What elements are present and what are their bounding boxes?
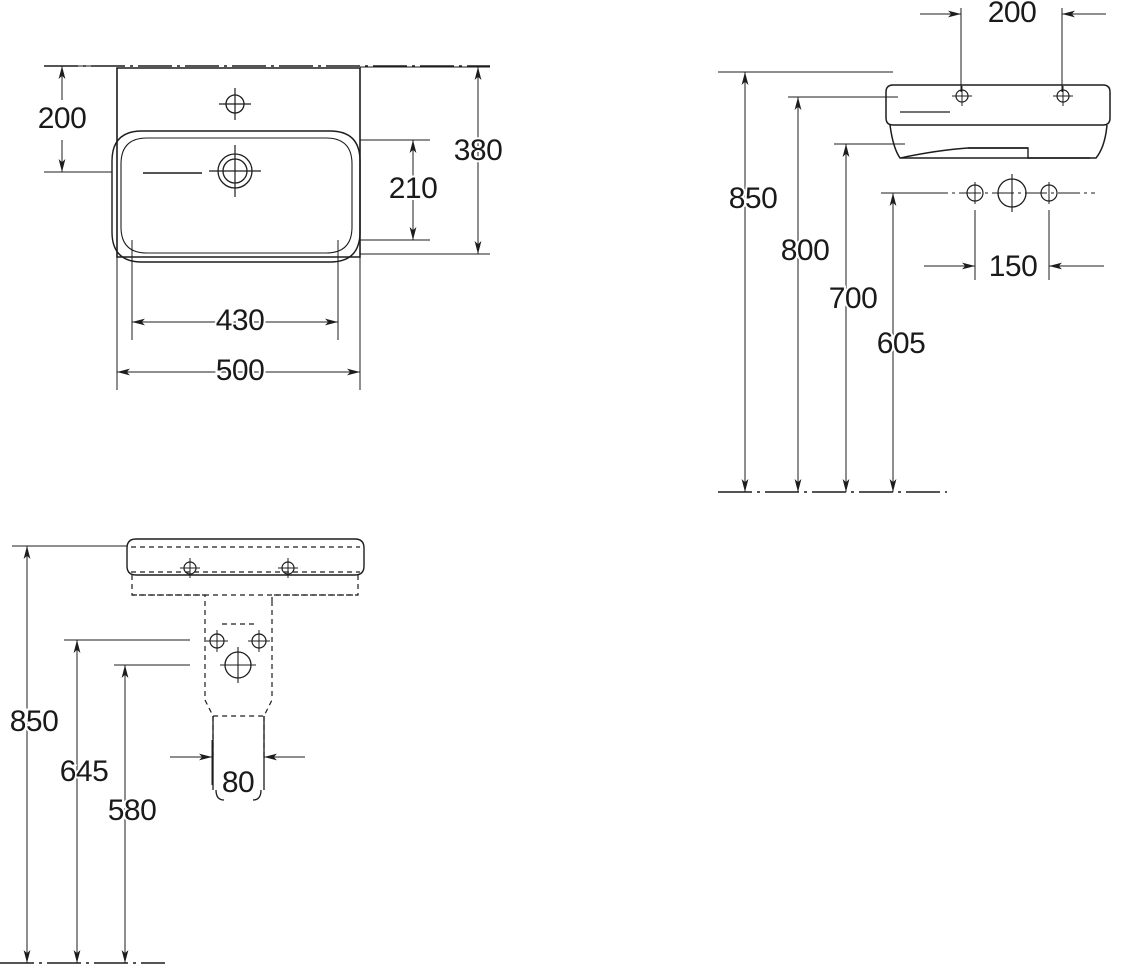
front-dim-700-label: 700 xyxy=(829,282,878,315)
front-dim-605-label: 605 xyxy=(877,327,926,360)
plan-dim-210-label: 210 xyxy=(389,172,438,205)
rear-section-view xyxy=(0,538,365,964)
rear-dim-850-label: 850 xyxy=(10,705,59,738)
rear-supply-hole-right-crosshair xyxy=(248,630,270,652)
front-dim-800-label: 800 xyxy=(781,234,830,267)
rear-trap-bottom xyxy=(215,789,262,801)
dimension-labels: 200 380 210 430 500 200 850 800 700 605 … xyxy=(8,0,1040,829)
plan-dim-500-label: 500 xyxy=(216,354,265,387)
plan-view xyxy=(44,65,490,390)
rear-hidden-siphon-taper xyxy=(204,699,273,717)
front-dim-150-label: 150 xyxy=(989,250,1038,283)
rear-hidden-body-left xyxy=(131,575,206,601)
plan-tap-hole-crosshair xyxy=(219,88,251,120)
rear-dim-580-label: 580 xyxy=(108,794,157,827)
front-fixing-hole-left-crosshair xyxy=(952,86,972,106)
plan-bowl-inner xyxy=(120,137,353,254)
rear-dim-645-label: 645 xyxy=(60,755,109,788)
plan-dim-430-label: 430 xyxy=(216,304,265,337)
rear-hidden-body-right xyxy=(271,575,359,601)
front-dim-200-label: 200 xyxy=(988,0,1037,29)
rear-waste-outlet-crosshair xyxy=(220,647,256,683)
front-basin-underside xyxy=(889,124,1108,159)
front-elevation-view xyxy=(718,8,1111,493)
front-dim-850-label: 850 xyxy=(729,182,778,215)
rear-fixing-hole-right-crosshair xyxy=(278,558,298,578)
plan-drain-crosshair xyxy=(209,145,261,197)
rear-hidden-trap-sides xyxy=(212,716,265,760)
rear-basin-top-band xyxy=(126,538,365,576)
rear-fixing-hole-left-crosshair xyxy=(180,558,200,578)
plan-bowl-outer-rim xyxy=(111,130,361,263)
rear-dim-80-label: 80 xyxy=(222,766,254,799)
front-basin-pedestal-shape xyxy=(899,147,1090,159)
plan-dim-200-label: 200 xyxy=(38,102,87,135)
rear-supply-hole-left-crosshair xyxy=(206,630,228,652)
rear-hidden-siphon-sides xyxy=(204,601,273,700)
front-fixing-hole-right-crosshair xyxy=(1053,86,1073,106)
front-basin-top-band xyxy=(885,84,1111,126)
plan-dim-380-label: 380 xyxy=(454,134,503,167)
